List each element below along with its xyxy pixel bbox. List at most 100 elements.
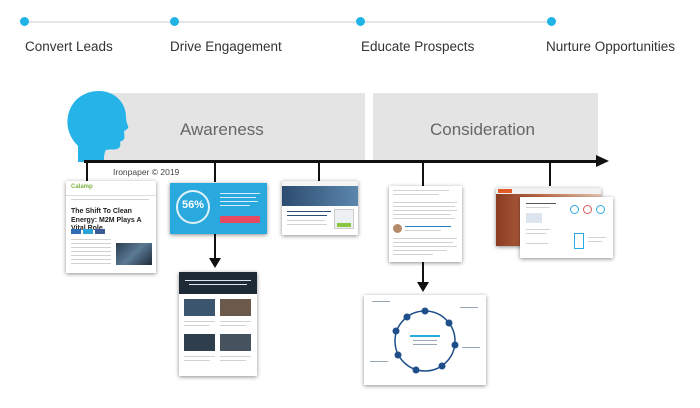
article-thumbnail: Calamp The Shift To Clean Energy: M2M Pl… [66, 181, 156, 273]
email-text-line [393, 218, 455, 219]
email-text-line [393, 190, 449, 191]
case-study-text-line [184, 356, 215, 357]
landing-page-nav [282, 181, 358, 186]
awareness-band [86, 93, 365, 162]
arrow-to-infographic [422, 262, 424, 284]
email-text-line [393, 194, 439, 195]
arrow-to-infographic-head [417, 282, 429, 292]
email-text-line [393, 210, 457, 211]
article-text-line [71, 255, 111, 256]
share-button [95, 229, 105, 234]
stage-label-drive-engagement: Drive Engagement [170, 39, 282, 54]
email-text-line [393, 206, 455, 207]
article-nav-divider [66, 195, 156, 196]
timeline-tick [549, 162, 551, 186]
case-study-title-line [189, 284, 247, 285]
case-study-image [220, 334, 251, 351]
landing-page-thumbnail [282, 181, 358, 235]
stat-percent: 56% [181, 199, 205, 211]
stage-dot-convert-leads [20, 17, 29, 26]
stat-text-line [220, 193, 260, 194]
stage-dot-drive-engagement [170, 17, 179, 26]
timeline-tick [422, 162, 424, 186]
email-text-line [393, 214, 451, 215]
buyer-guide-text-line [588, 241, 602, 242]
email-text-line [393, 202, 457, 203]
article-text-line [71, 259, 111, 260]
article-text-line [71, 251, 111, 252]
landing-page-form-button [337, 223, 351, 227]
article-nav-links [71, 199, 149, 200]
buyer-guide-text-line [526, 243, 548, 244]
case-study-text-line [220, 360, 246, 361]
email-text-line [405, 230, 441, 231]
stage-label-nurture-opportunities: Nurture Opportunities [546, 39, 676, 54]
case-study-image [184, 334, 215, 351]
infographic-cycle-icon [370, 301, 480, 374]
email-link-line [405, 226, 451, 227]
consideration-label: Consideration [430, 120, 535, 139]
buyer-guide-title-line [526, 203, 556, 204]
email-avatar [393, 224, 402, 233]
head-profile-icon [67, 91, 129, 162]
buyer-guide-step-icon [570, 205, 579, 214]
stage-label-educate-prospects: Educate Prospects [361, 39, 475, 54]
landing-page-hero [282, 186, 358, 206]
buyer-guide-step-icon [596, 205, 605, 214]
buyer-guide-text-line [526, 207, 550, 208]
buyer-guide-image [526, 213, 542, 223]
stage-dot-educate-prospects [356, 17, 365, 26]
stage-progress-line [24, 21, 552, 23]
buyer-guide-text-line [588, 237, 606, 238]
buyer-guide-phone-icon [574, 233, 584, 249]
case-study-header [179, 272, 257, 294]
case-study-text-line [184, 360, 210, 361]
email-text-line [393, 250, 447, 251]
case-study-image [184, 299, 215, 316]
infographic-thumbnail [364, 295, 486, 385]
stat-text-line [220, 197, 256, 198]
stat-text-line [220, 201, 258, 202]
video-page-logo [498, 189, 512, 193]
email-text-line [393, 246, 457, 247]
consideration-band [373, 93, 598, 162]
article-image [116, 243, 152, 265]
email-text-line [393, 238, 457, 239]
case-study-text-line [184, 321, 215, 322]
case-study-image [220, 299, 251, 316]
article-logo: Calamp [71, 184, 93, 190]
landing-page-text-line [287, 224, 327, 225]
article-text-line [71, 263, 111, 264]
timeline-tick [318, 162, 320, 182]
buyer-guide-text-line [526, 229, 550, 230]
landing-page-heading-line [287, 215, 327, 216]
arrow-to-case-study [214, 234, 216, 260]
stat-text-line [220, 205, 250, 206]
share-button [71, 229, 81, 234]
case-study-text-line [220, 321, 251, 322]
case-study-text-line [220, 325, 246, 326]
stat-thumbnail: 56% [170, 183, 267, 234]
buyer-guide-text-line [526, 233, 546, 234]
copyright-text: Ironpaper © 2019 [113, 167, 180, 177]
video-page-nav [496, 188, 601, 194]
email-thumbnail [389, 186, 462, 262]
article-text-line [71, 243, 111, 244]
email-text-line [393, 254, 433, 255]
stage-dot-nurture-opportunities [547, 17, 556, 26]
buyer-guide-thumbnail [520, 197, 613, 258]
awareness-label: Awareness [180, 120, 264, 139]
article-text-line [71, 239, 111, 240]
share-button [83, 229, 93, 234]
stat-cta-button [220, 216, 260, 223]
timeline-arrowhead [596, 155, 609, 167]
case-study-text-line [184, 325, 210, 326]
arrow-to-case-study-head [209, 258, 221, 268]
case-study-thumbnail [179, 272, 257, 376]
timeline-axis [84, 160, 598, 163]
stat-ring [176, 190, 210, 224]
timeline-tick [214, 162, 216, 182]
landing-page-heading-line [287, 211, 331, 212]
case-study-text-line [220, 356, 251, 357]
buyer-guide-step-icon [583, 205, 592, 214]
